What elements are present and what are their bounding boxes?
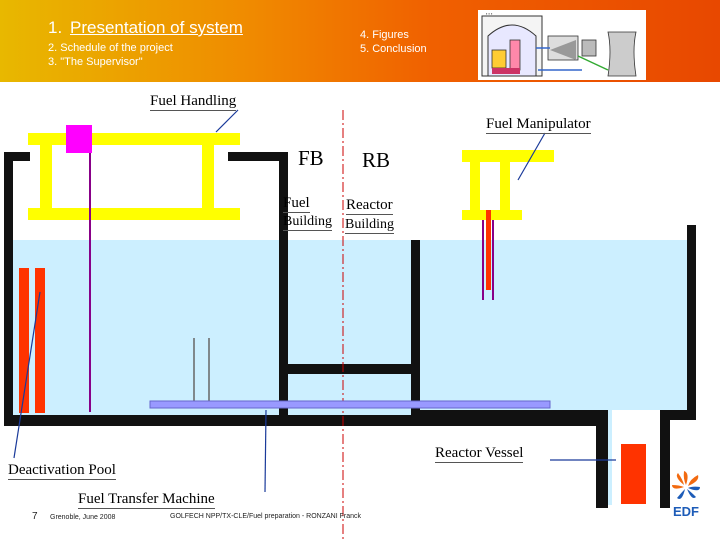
vessel-right-wall [687,225,696,418]
svg-text:▪ ▪ ▪: ▪ ▪ ▪ [486,11,493,16]
manipulator-left-leg [470,162,480,210]
fuel-manipulator-arrow [517,132,546,181]
fb-top-ledge [228,152,288,161]
vessel-right-lower-wall [660,410,670,508]
deactivation-pool-label: Deactivation Pool [8,462,116,480]
edf-logo-text: EDF [673,504,699,519]
section-title: Presentation of system [70,18,243,37]
crane-hoist [66,125,92,153]
crane-left-leg [40,145,52,208]
fuel-building-label-1: Fuel [283,195,310,213]
vessel-right-lower [660,410,696,420]
footer-reference: GOLFECH NPP/TX-CLE/Fuel preparation - RO… [170,513,361,520]
stored-fuel-1 [19,268,29,413]
crane-top-beam [28,133,240,145]
crane-right-leg [202,145,214,208]
agenda-item-3: 3. "The Supervisor" [48,56,143,68]
plant-thumbnail: ▪ ▪ ▪ [478,10,646,80]
reactor-pool-floor [411,410,606,422]
manipulator-top-beam [462,150,554,162]
fuel-handling-label: Fuel Handling [150,93,237,111]
pool-floor [4,415,604,426]
stored-fuel-2 [35,268,45,413]
fb-label: FB [298,146,324,170]
transfer-machine-arrow [264,409,267,493]
page-number: 7 [32,511,38,522]
reactor-building-label-1: Reactor [346,197,393,215]
left-pool-wall [4,152,13,424]
title-number: 1. [48,18,63,37]
vessel-left-wall [596,410,608,508]
fuel-transfer-tube [149,400,551,409]
footer-location-date: Grenoble, June 2008 [50,514,116,521]
fuel-building-label-2: Building [283,214,333,231]
fuel-manipulator-label: Fuel Manipulator [486,116,591,134]
agenda-item-4: 4. Figures [360,29,409,41]
edf-logo-icon [672,471,700,499]
vessel-fuel [621,444,646,504]
agenda-item-5: 5. Conclusion [360,43,427,55]
deactivation-pool-arrow [13,291,41,459]
partition-wall-right [411,240,420,422]
manipulator-bottom-beam [462,210,522,220]
agenda-item-2: 2. Schedule of the project [48,42,173,54]
fuel-transfer-machine-label: Fuel Transfer Machine [78,491,215,509]
reactor-building-label-2: Building [345,217,395,234]
partition-wall-left [279,152,288,422]
fuel-handling-arrow [215,109,239,133]
left-top-ledge [4,152,30,161]
partition-bottom [279,364,420,374]
rb-label: RB [362,148,391,172]
manipulator-right-leg [500,162,510,210]
manipulator-fuel [486,210,491,290]
crane-bottom-beam [28,208,240,220]
reactor-vessel-label: Reactor Vessel [435,445,524,463]
